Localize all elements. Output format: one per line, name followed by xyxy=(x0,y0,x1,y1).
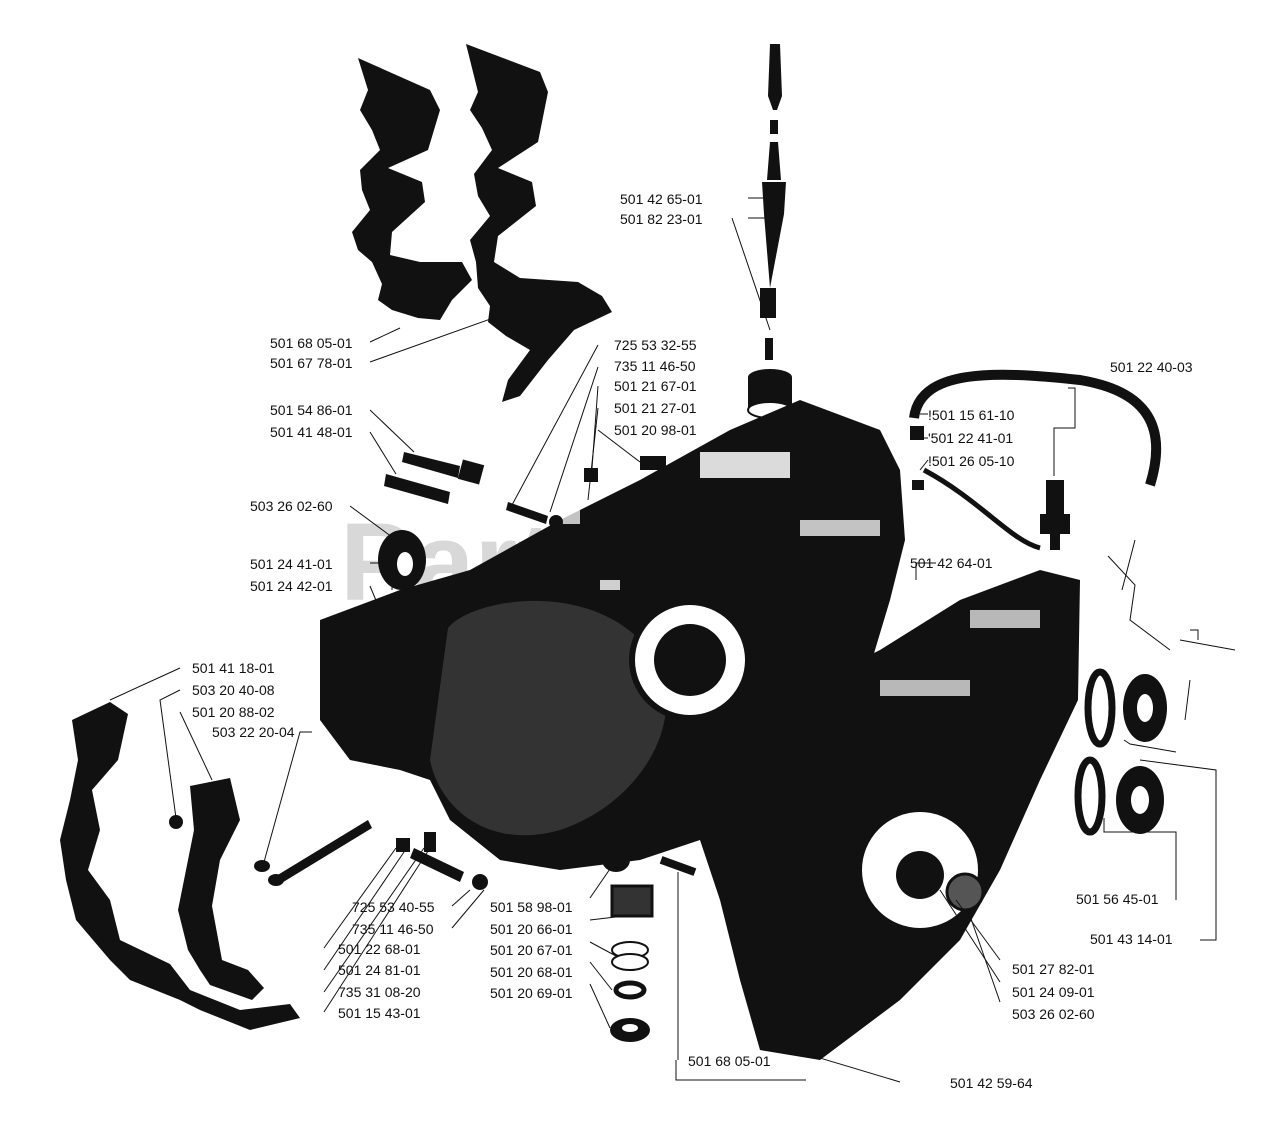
callout-c27: 501 24 81-01 xyxy=(338,962,421,978)
callout-c10: 501 22 40-03 xyxy=(1110,359,1193,375)
callout-c21: 503 20 40-08 xyxy=(192,682,275,698)
fuel-hose xyxy=(909,369,1162,551)
bearing-left xyxy=(378,530,426,590)
callout-c04: 501 67 78-01 xyxy=(270,355,353,371)
callout-c36: 501 56 45-01 xyxy=(1076,891,1159,907)
callout-c01: 501 42 65-01 xyxy=(620,191,703,207)
callout-c34: 501 20 69-01 xyxy=(490,985,573,1001)
callout-c38: 501 27 82-01 xyxy=(1012,961,1095,977)
callout-c28: 735 31 08-20 xyxy=(338,984,421,1000)
pin-bottom xyxy=(659,856,697,876)
callout-c09: 501 20 98-01 xyxy=(614,422,697,438)
bolt-upper-left xyxy=(384,452,485,504)
callout-c03: 501 68 05-01 xyxy=(270,335,353,351)
callout-c40: 503 26 02-60 xyxy=(1012,1006,1095,1022)
callout-c22: 501 20 88-02 xyxy=(192,704,275,720)
bumper-spike-rear xyxy=(466,44,612,402)
chain-line xyxy=(1107,539,1236,721)
callout-c15: 501 41 48-01 xyxy=(270,424,353,440)
callout-c39: 501 24 09-01 xyxy=(1012,984,1095,1000)
callout-c17: 501 24 41-01 xyxy=(250,556,333,572)
fuel-filter xyxy=(1040,480,1070,550)
bumper-spike-front xyxy=(352,58,472,320)
callout-c18: 501 24 42-01 xyxy=(250,578,333,594)
callouts: 501 42 65-01 501 82 23-01 501 68 05-01 5… xyxy=(192,191,1193,1091)
oil-pump-stack xyxy=(602,848,654,1042)
seal-ring-upper xyxy=(1084,668,1167,748)
callout-c07: 501 21 67-01 xyxy=(614,378,697,394)
callout-c33: 501 20 68-01 xyxy=(490,964,573,980)
callout-c23: 503 22 20-04 xyxy=(212,724,295,740)
callout-c11: !501 15 61-10 xyxy=(928,407,1015,423)
bolt-bottom xyxy=(410,848,488,890)
leader-lines xyxy=(109,197,1217,1083)
oil-dipstick xyxy=(760,44,786,360)
crankcase-half-right xyxy=(700,570,1080,1060)
callout-c06: 735 11 46-50 xyxy=(614,358,696,374)
callout-c02: 501 82 23-01 xyxy=(620,211,703,227)
long-bolt xyxy=(268,820,436,886)
callout-c24: 725 53 40-55 xyxy=(352,899,435,915)
callout-c32: 501 20 67-01 xyxy=(490,942,573,958)
front-bumper-bracket xyxy=(60,702,300,1030)
callout-c19: 501 42 64-01 xyxy=(910,555,993,571)
callout-c41: 501 42 59-64 xyxy=(950,1075,1033,1091)
callout-c37: 501 43 14-01 xyxy=(1090,931,1173,947)
callout-c08: 501 21 27-01 xyxy=(614,400,697,416)
callout-c12: '501 22 41-01 xyxy=(928,430,1013,446)
callout-c26: 501 22 68-01 xyxy=(338,941,421,957)
callout-c31: 501 20 66-01 xyxy=(490,921,573,937)
callout-c20: 501 41 18-01 xyxy=(192,660,275,676)
callout-c16: 503 26 02-60 xyxy=(250,498,333,514)
callout-c14: 501 54 86-01 xyxy=(270,402,353,418)
callout-c05: 725 53 32-55 xyxy=(614,337,697,353)
seal-ring-lower xyxy=(1074,756,1164,836)
callout-c29: 501 15 43-01 xyxy=(338,1005,421,1021)
callout-c35: 501 68 05-01 xyxy=(688,1053,771,1069)
callout-c25: 735 11 46-50 xyxy=(352,921,434,937)
callout-c13: !501 26 05-10 xyxy=(928,453,1015,469)
callout-c30: 501 58 98-01 xyxy=(490,899,573,915)
screw-center xyxy=(506,502,563,529)
